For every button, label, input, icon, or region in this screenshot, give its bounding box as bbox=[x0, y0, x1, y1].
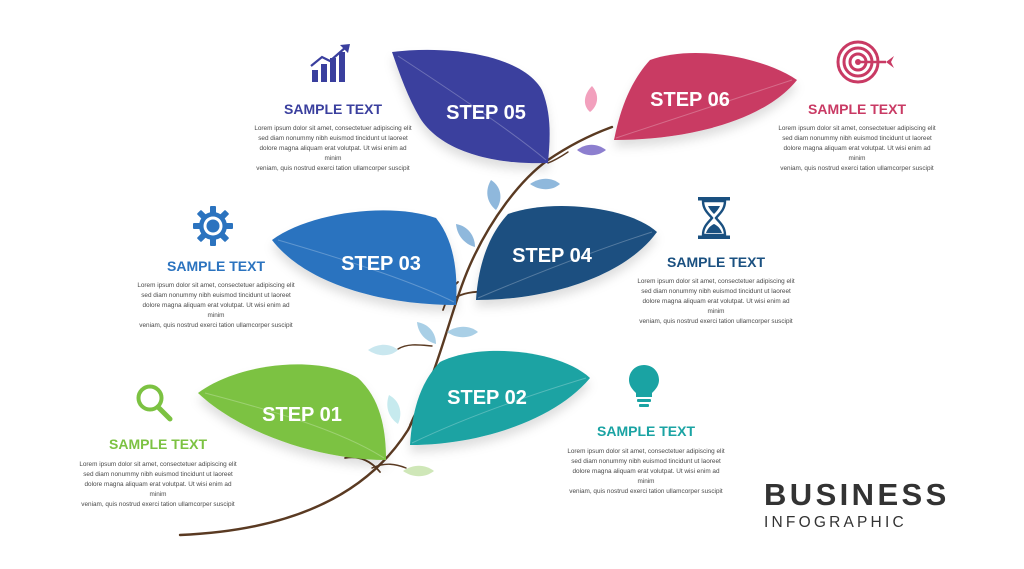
target-icon bbox=[836, 40, 894, 84]
step-06-label: STEP 06 bbox=[650, 89, 730, 111]
step-leaf-02: STEP 02 bbox=[410, 350, 590, 445]
step-05-label: STEP 05 bbox=[446, 102, 526, 124]
leaf-vein bbox=[397, 55, 547, 161]
small-leaf bbox=[456, 224, 475, 247]
step-06-heading: SAMPLE TEXT bbox=[808, 101, 907, 117]
step-02-heading: SAMPLE TEXT bbox=[597, 423, 696, 439]
small-leaf bbox=[403, 465, 434, 477]
small-leaves bbox=[368, 86, 606, 477]
small-leaf bbox=[530, 178, 560, 190]
step-leaf-01: STEP 01 bbox=[198, 364, 386, 460]
step-05-heading: SAMPLE TEXT bbox=[284, 101, 383, 117]
step-03-heading: SAMPLE TEXT bbox=[167, 258, 266, 274]
step-leaf-05: STEP 05 bbox=[392, 49, 550, 164]
leaf-shape bbox=[476, 205, 657, 300]
step-02-label: STEP 02 bbox=[447, 387, 527, 409]
magnifier-icon bbox=[136, 384, 173, 422]
branch-step-01 bbox=[344, 456, 381, 473]
small-leaf bbox=[487, 180, 501, 210]
step-03-description: Lorem ipsum dolor sit amet, consectetuer… bbox=[137, 282, 295, 329]
step-leaf-04: STEP 04 bbox=[476, 205, 657, 300]
leaf-vein bbox=[204, 392, 385, 459]
leaf-shape bbox=[198, 364, 386, 460]
small-leaf bbox=[584, 86, 598, 112]
step-06-description: Lorem ipsum dolor sit amet, consectetuer… bbox=[778, 125, 936, 172]
small-leaf bbox=[417, 322, 436, 344]
small-leaf bbox=[447, 326, 478, 338]
leaf-shape bbox=[392, 49, 550, 164]
step-05-description: Lorem ipsum dolor sit amet, consectetuer… bbox=[254, 125, 412, 172]
step-01-heading: SAMPLE TEXT bbox=[109, 436, 208, 452]
leaf-vein bbox=[411, 377, 587, 444]
leaf-shape bbox=[272, 210, 457, 305]
leaf-vein bbox=[477, 231, 653, 299]
small-leaf bbox=[577, 144, 606, 156]
leaf-vein bbox=[615, 79, 793, 139]
small-leaf bbox=[368, 344, 398, 356]
leaf-vein bbox=[277, 239, 455, 303]
lightbulb-icon bbox=[629, 365, 659, 407]
step-01-label: STEP 01 bbox=[262, 404, 342, 426]
brand-subtitle: INFOGRAPHIC bbox=[764, 514, 907, 531]
leaf-shape bbox=[614, 52, 797, 140]
step-leaf-06: STEP 06 bbox=[614, 52, 797, 140]
step-02-description: Lorem ipsum dolor sit amet, consectetuer… bbox=[567, 448, 725, 495]
leaf-shape bbox=[410, 350, 590, 445]
step-03-label: STEP 03 bbox=[341, 253, 421, 275]
step-01-description: Lorem ipsum dolor sit amet, consectetuer… bbox=[79, 461, 237, 508]
twig-lower bbox=[371, 463, 407, 469]
step-leaf-03: STEP 03 bbox=[272, 210, 457, 305]
twig-upper bbox=[547, 151, 569, 164]
gear-icon bbox=[193, 206, 233, 246]
small-leaf bbox=[387, 395, 401, 424]
brand-title: BUSINESS bbox=[764, 477, 950, 512]
twig-middle bbox=[397, 344, 433, 350]
step-04-label: STEP 04 bbox=[512, 245, 593, 267]
step-04-heading: SAMPLE TEXT bbox=[667, 254, 766, 270]
growth-chart-icon bbox=[310, 44, 350, 82]
hourglass-icon bbox=[698, 197, 730, 239]
step-04-description: Lorem ipsum dolor sit amet, consectetuer… bbox=[637, 278, 795, 325]
